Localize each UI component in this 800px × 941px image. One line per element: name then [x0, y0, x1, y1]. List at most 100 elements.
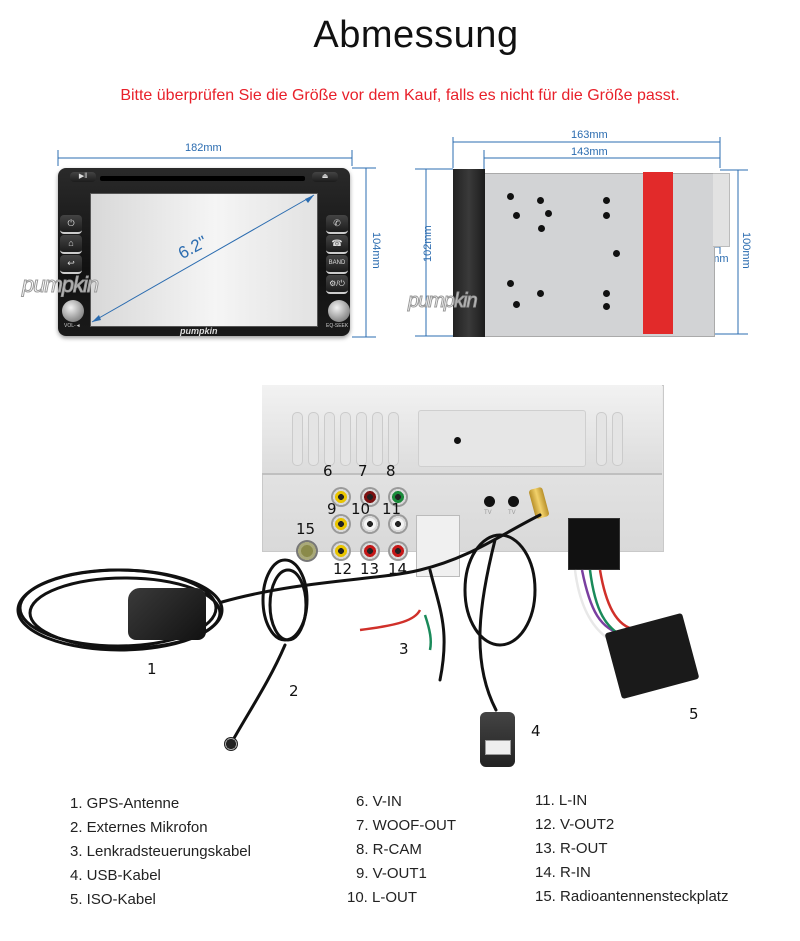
call-hangup-icon: ☎: [326, 235, 348, 254]
port-number: 11: [382, 500, 402, 518]
power-icon: ⏻: [60, 215, 82, 234]
vent-slot: [292, 412, 303, 466]
page-title: Abmessung: [313, 14, 519, 56]
front-width-label: 182mm: [185, 142, 222, 154]
legend-item: 7. WOOF-OUT: [356, 817, 456, 834]
legend-item: 15. Radioantennensteckplatz: [535, 888, 729, 905]
mount-hole: [603, 303, 610, 310]
radio-antenna-slot: [296, 540, 318, 562]
mount-hole: [537, 290, 544, 297]
front-panel-edge: [453, 169, 485, 337]
port-number: 6: [323, 462, 333, 480]
size-notice: Bitte überprüfen Sie die Größe vor dem K…: [120, 87, 680, 104]
vent-slot: [308, 412, 319, 466]
rca-jack-r-out: [360, 541, 380, 561]
rear-label-plate: [418, 410, 586, 467]
legend-item: 12. V-OUT2: [535, 816, 615, 833]
watermark-logo: pumpkin: [21, 272, 99, 298]
rca-jack-woof-out: [360, 487, 380, 507]
harness-plug: [416, 515, 460, 577]
iso-wire: [580, 569, 626, 637]
total-depth-label: 163mm: [571, 129, 608, 141]
tv-label: TV: [508, 510, 516, 516]
rca-jack-r-cam: [388, 487, 408, 507]
rca-jack-v-in: [331, 487, 351, 507]
rca-jack-l-out: [360, 514, 380, 534]
cable-number: 4: [531, 722, 541, 740]
settings-icon: ⚙/⏻: [326, 275, 348, 294]
disc-slot: [100, 176, 305, 181]
mount-hole: [545, 210, 552, 217]
port-number: 9: [327, 500, 337, 518]
chassis-body: [483, 173, 715, 337]
vent-slot: [340, 412, 351, 466]
seek-knob: [328, 300, 350, 322]
port-number: 15: [296, 520, 316, 538]
watermark-logo: pumpkin: [408, 290, 479, 313]
mount-hole: [513, 212, 520, 219]
vent-slot: [324, 412, 335, 466]
band-button: BAND: [326, 255, 348, 274]
legend-item: 13. R-OUT: [535, 840, 608, 857]
legend-item: 2. Externes Mikrofon: [70, 819, 208, 836]
usb-cable-coil: [463, 533, 537, 647]
mic-cable-coil: [268, 568, 308, 642]
legend-item: 3. Lenkradsteuerungskabel: [70, 843, 251, 860]
port-number: 10: [351, 500, 371, 518]
cable-number: 3: [399, 640, 409, 658]
mount-hole: [513, 301, 520, 308]
gps-antenna-puck: [128, 588, 206, 640]
vent-slot: [356, 412, 367, 466]
port-number: 12: [333, 560, 353, 578]
legend-item: 6. V-IN: [356, 793, 402, 810]
usb-port-icon: [485, 740, 511, 755]
vent-slot: [372, 412, 383, 466]
rca-jack-l-in: [388, 514, 408, 534]
warranty-sticker: [643, 172, 673, 334]
mount-hole: [603, 197, 610, 204]
chassis-rear-step: [713, 173, 730, 247]
vent-slot: [388, 412, 399, 466]
vent-slot: [612, 412, 623, 466]
port-number: 8: [386, 462, 396, 480]
legend-item: 9. V-OUT1: [356, 865, 427, 882]
mount-hole: [538, 225, 545, 232]
arrow-head-icon: [305, 195, 314, 203]
legend-item: 10. L-OUT: [347, 889, 418, 906]
volume-knob: [62, 300, 84, 322]
cable-number: 5: [689, 705, 699, 723]
microphone: [224, 737, 238, 751]
gps-cable-coil: [18, 568, 218, 648]
mount-hole: [507, 280, 514, 287]
usb-plug: [480, 712, 515, 767]
diagonal-indicator: [91, 194, 315, 323]
rca-jack-r-in: [388, 541, 408, 561]
eject-icon: ⏏: [312, 172, 338, 182]
screw-hole: [454, 437, 461, 444]
gps-cable-coil: [28, 576, 222, 650]
display-screen: [90, 193, 318, 327]
vent-slot: [596, 412, 607, 466]
gps-cable: [220, 513, 542, 604]
seek-knob-label: EQ-SEEK: [326, 323, 349, 329]
legend-item: 5. ISO-Kabel: [70, 891, 156, 908]
legend-item: 1. GPS-Antenne: [70, 795, 180, 812]
cable-number: 1: [147, 660, 157, 678]
legend-item: 11. L-IN: [535, 792, 588, 809]
chassis-height-label: 100mm: [740, 232, 752, 269]
front-height-label: 102mm: [422, 225, 434, 262]
home-icon: ⌂: [60, 235, 82, 254]
usb-cable: [478, 538, 498, 712]
mount-hole: [603, 290, 610, 297]
mount-hole: [507, 193, 514, 200]
usb-cable: [428, 568, 446, 682]
steering-wire: [359, 609, 422, 632]
tv-input-hole: [484, 496, 495, 507]
tv-label: TV: [484, 510, 492, 516]
iso-socket: [568, 518, 620, 570]
brand-logo: pumpkin: [180, 326, 218, 336]
mount-hole: [613, 250, 620, 257]
volume-knob-label: VOL-◄: [64, 323, 81, 329]
call-answer-icon: ✆: [326, 215, 348, 234]
tv-input-hole: [508, 496, 519, 507]
